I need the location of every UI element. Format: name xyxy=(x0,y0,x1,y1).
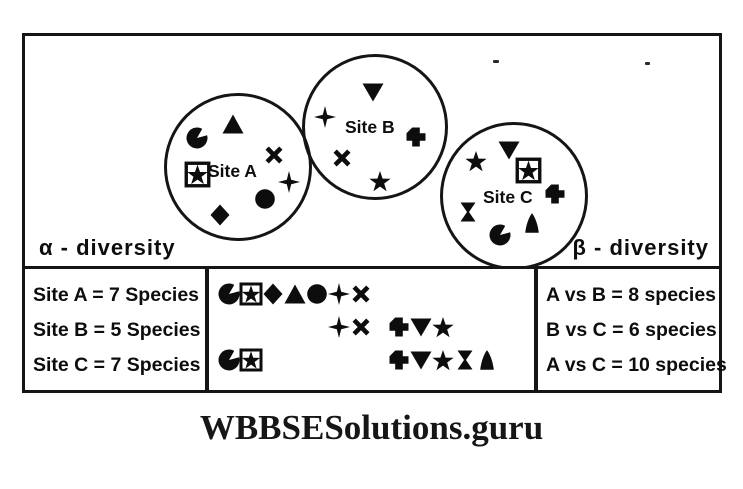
four-point-star-icon xyxy=(327,282,351,306)
half-moon-icon xyxy=(217,282,241,306)
triangle-down-icon xyxy=(361,80,385,104)
triangle-down-icon xyxy=(409,315,433,339)
boxed-star-icon xyxy=(239,282,263,306)
half-moon-icon xyxy=(488,223,512,247)
mound-icon xyxy=(520,211,544,235)
alpha-diversity-label: α - diversity xyxy=(39,235,176,260)
hourglass-icon xyxy=(456,200,480,224)
site-b-circle: Site B xyxy=(302,54,448,200)
circle-icon xyxy=(253,187,277,211)
boxed-star-icon xyxy=(239,348,263,372)
half-moon-icon xyxy=(185,126,209,150)
shared-ab-group xyxy=(327,315,371,339)
shared-ac-group xyxy=(217,348,263,372)
site-c-only-group xyxy=(387,348,497,372)
site-a-label: Site A xyxy=(208,161,257,181)
circle-icon xyxy=(305,282,329,306)
b-vs-c-count: B vs C = 6 species xyxy=(546,319,717,341)
scan-speck xyxy=(493,60,499,63)
triangle-down-icon xyxy=(409,348,433,372)
star-icon xyxy=(464,149,488,173)
star-icon xyxy=(431,315,455,339)
stats-row: Site A = 7 Species Site B = 5 Species Si… xyxy=(22,266,727,393)
a-vs-c-count: A vs C = 10 species xyxy=(546,354,727,376)
boxed-star-icon xyxy=(184,161,211,188)
site-a-species-row xyxy=(209,282,534,308)
beta-stats-box: A vs B = 8 species B vs C = 6 species A … xyxy=(535,266,727,393)
site-c-count: Site C = 7 Species xyxy=(33,354,201,376)
triangle-up-icon xyxy=(221,112,245,136)
four-point-star-icon xyxy=(313,105,337,129)
site-b-count: Site B = 5 Species xyxy=(33,319,201,341)
cross-x-icon xyxy=(349,282,373,306)
site-b-label: Site B xyxy=(345,117,395,137)
site-a-count: Site A = 7 Species xyxy=(33,284,200,306)
site-b-only-group xyxy=(387,315,455,339)
four-point-star-icon xyxy=(277,170,301,194)
beta-diversity-label: β - diversity xyxy=(572,235,709,260)
four-point-star-icon xyxy=(327,315,351,339)
plus-icon xyxy=(387,315,411,339)
site-c-label: Site C xyxy=(483,187,533,207)
site-a-species-group xyxy=(217,282,371,306)
triangle-down-icon xyxy=(497,138,521,162)
diamond-icon xyxy=(208,203,232,227)
cross-x-icon xyxy=(330,146,354,170)
site-a-circle: Site A xyxy=(164,93,312,241)
plus-icon xyxy=(543,182,567,206)
mound-icon xyxy=(475,348,499,372)
hourglass-icon xyxy=(453,348,477,372)
plus-icon xyxy=(387,348,411,372)
star-icon xyxy=(368,169,392,193)
alpha-stats-box: Site A = 7 Species Site B = 5 Species Si… xyxy=(22,266,208,393)
half-moon-icon xyxy=(217,348,241,372)
diamond-icon xyxy=(261,282,285,306)
site-c-species-row xyxy=(209,348,534,374)
star-icon xyxy=(431,348,455,372)
cross-x-icon xyxy=(262,143,286,167)
site-c-circle: Site C xyxy=(440,122,588,270)
species-overlap-box xyxy=(206,266,537,393)
plus-icon xyxy=(404,125,428,149)
boxed-star-icon xyxy=(515,157,542,184)
triangle-up-icon xyxy=(283,282,307,306)
scan-speck xyxy=(645,62,650,65)
watermark: WBBSESolutions.guru xyxy=(199,408,544,447)
cross-x-icon xyxy=(349,315,373,339)
site-b-species-row xyxy=(209,315,534,341)
a-vs-b-count: A vs B = 8 species xyxy=(546,284,717,306)
